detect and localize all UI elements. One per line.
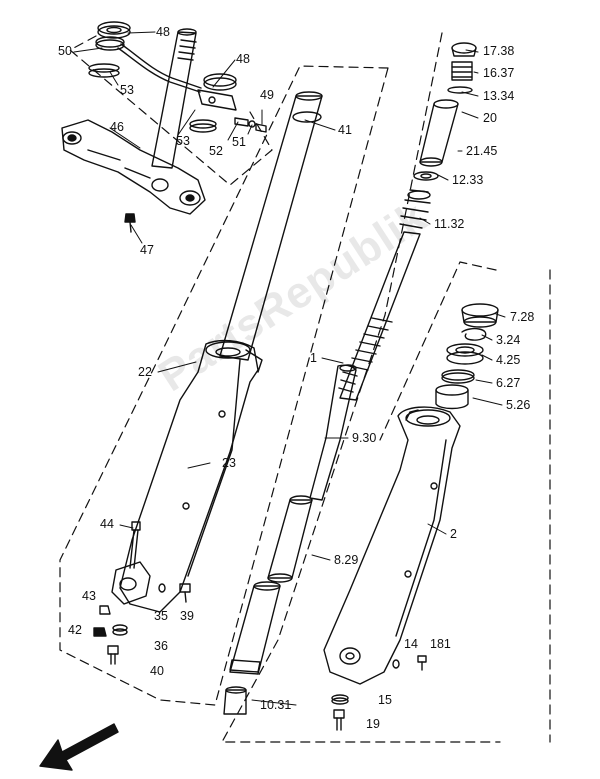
label-51: 51: [232, 135, 246, 149]
label-16-37: 16.37: [483, 66, 515, 80]
label-44: 44: [100, 517, 114, 531]
label-17-38: 17.38: [483, 44, 515, 58]
right-fork-seals: [435, 303, 499, 410]
label-36: 36: [154, 639, 168, 653]
label-4-25: 4.25: [496, 353, 521, 367]
label-22: 22: [138, 365, 152, 379]
label-53-right: 53: [176, 134, 190, 148]
label-3-24: 3.24: [496, 333, 521, 347]
label-6-27: 6.27: [496, 376, 521, 390]
damper-internals: [223, 189, 431, 715]
left-fork-assembly: [93, 91, 323, 665]
label-20: 20: [483, 111, 497, 125]
label-2: 2: [450, 527, 457, 541]
label-41: 41: [338, 123, 352, 137]
label-49: 49: [260, 88, 274, 102]
label-12-33: 12.33: [452, 173, 484, 187]
label-39: 39: [180, 609, 194, 623]
fork-spring: [339, 189, 431, 401]
label-48-top: 48: [156, 25, 170, 39]
right-outer-tube: [323, 406, 461, 731]
label-13-34: 13.34: [483, 89, 515, 103]
label-8-29: 8.29: [334, 553, 359, 567]
front-arrow-icon: [39, 723, 119, 771]
label-14: 14: [404, 637, 418, 651]
label-10-31: 10.31: [260, 698, 292, 712]
label-40: 40: [150, 664, 164, 678]
label-7-28: 7.28: [510, 310, 535, 324]
label-52: 52: [209, 144, 223, 158]
label-1: 1: [310, 351, 317, 365]
label-5-26: 5.26: [506, 398, 531, 412]
label-11-32: 11.32: [434, 217, 465, 231]
label-48-right: 48: [236, 52, 250, 66]
label-47: 47: [140, 243, 154, 257]
label-23: 23: [222, 456, 236, 470]
label-35: 35: [154, 609, 168, 623]
label-53-left: 53: [120, 83, 134, 97]
label-50: 50: [58, 44, 72, 58]
label-15: 15: [378, 693, 392, 707]
label-42: 42: [68, 623, 82, 637]
label-19: 19: [366, 717, 380, 731]
right-fork-top-parts: [413, 42, 477, 181]
label-21-45: 21.45: [466, 144, 498, 158]
label-18: 181: [430, 637, 451, 651]
label-9-30: 9.30: [352, 431, 377, 445]
label-43: 43: [82, 589, 96, 603]
dashed-group-outlines: [59, 32, 551, 743]
steering-stem-assembly: [61, 21, 267, 233]
label-46: 46: [110, 120, 124, 134]
